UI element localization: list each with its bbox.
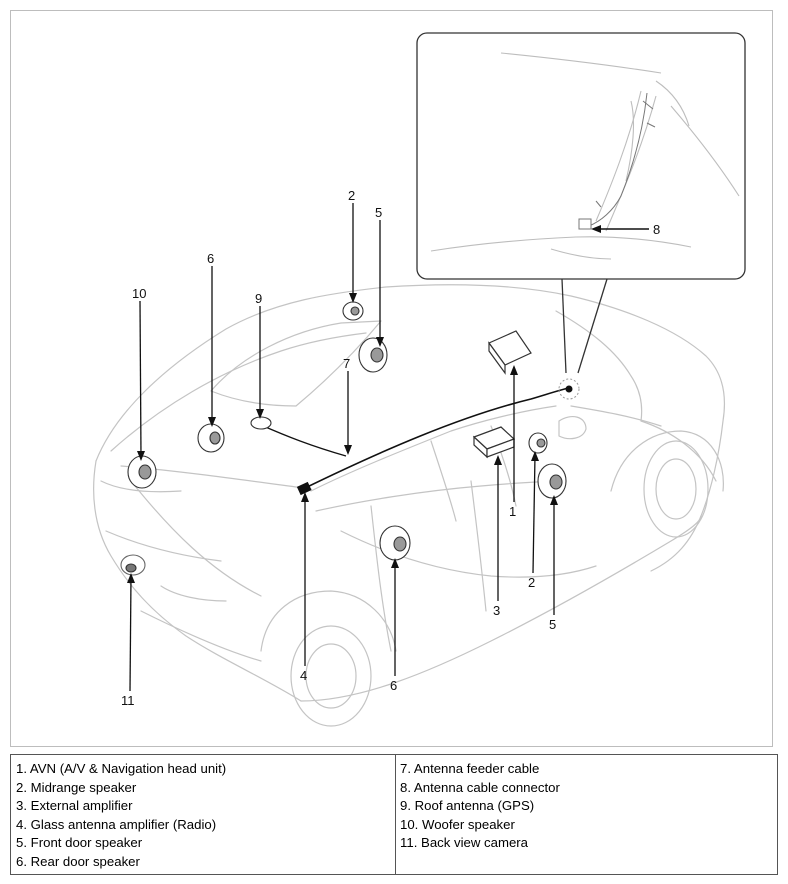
- callout-5-lower: 5: [549, 617, 556, 632]
- callout-9: 9: [255, 291, 262, 306]
- callout-7: 7: [343, 356, 350, 371]
- callout-2-rear: 2: [348, 188, 355, 203]
- callout-5-upper: 5: [375, 205, 382, 220]
- back-view-camera: [125, 563, 137, 573]
- car-illustration: 2 5 6 10 9 7 8 1 2 5 3 4 6 11: [93, 32, 746, 727]
- legend-item: 5. Front door speaker: [16, 835, 143, 850]
- callout-2-front: 2: [528, 575, 535, 590]
- legend-item: 4. Glass antenna amplifier (Radio): [16, 816, 217, 832]
- speakers: [120, 301, 567, 576]
- callout-6-lower: 6: [390, 678, 397, 693]
- glass-antenna-amplifier: [296, 481, 312, 496]
- roof-antenna-cable: [260, 424, 347, 457]
- avn-head-unit: [488, 330, 532, 375]
- legend-item: 9. Roof antenna (GPS): [400, 798, 535, 813]
- callout-8: 8: [653, 222, 660, 237]
- callout-11: 11: [121, 693, 135, 708]
- antenna-feeder-cable: [302, 387, 570, 490]
- callout-4: 4: [300, 668, 307, 683]
- car-body-outline: [93, 284, 726, 727]
- legend-item: 6. Rear door speaker: [16, 853, 140, 869]
- callout-10: 10: [132, 286, 146, 301]
- leader-arrowheads: [127, 293, 558, 583]
- inset-detail: [416, 32, 746, 374]
- callout-3: 3: [493, 603, 500, 618]
- callout-1: 1: [509, 504, 516, 519]
- leader-lines: [129, 203, 555, 692]
- legend-item: 1. AVN (A/V & Navigation head unit): [16, 761, 227, 776]
- legend-item: 2. Midrange speaker: [16, 779, 137, 795]
- legend-item: 11. Back view camera: [400, 835, 529, 850]
- component-location-diagram: 2 5 6 10 9 7 8 1 2 5 3 4 6 11: [10, 10, 773, 747]
- legend-column-left: 1. AVN (A/V & Navigation head unit) 2. M…: [11, 755, 396, 874]
- antenna-connector-highlight: [558, 378, 580, 400]
- legend-item: 10. Woofer speaker: [400, 816, 515, 832]
- legend-item: 3. External amplifier: [16, 798, 133, 813]
- component-legend: 1. AVN (A/V & Navigation head unit) 2. M…: [10, 754, 778, 875]
- camera-housing: [120, 554, 146, 576]
- legend-item: 8. Antenna cable connector: [400, 779, 560, 795]
- legend-item: 7. Antenna feeder cable: [400, 761, 540, 776]
- callout-6-upper: 6: [207, 251, 214, 266]
- external-amplifier: [472, 426, 516, 459]
- legend-column-right: 7. Antenna feeder cable 8. Antenna cable…: [396, 755, 777, 874]
- roof-antenna: [250, 416, 272, 430]
- antenna-connector-dot: [565, 385, 573, 393]
